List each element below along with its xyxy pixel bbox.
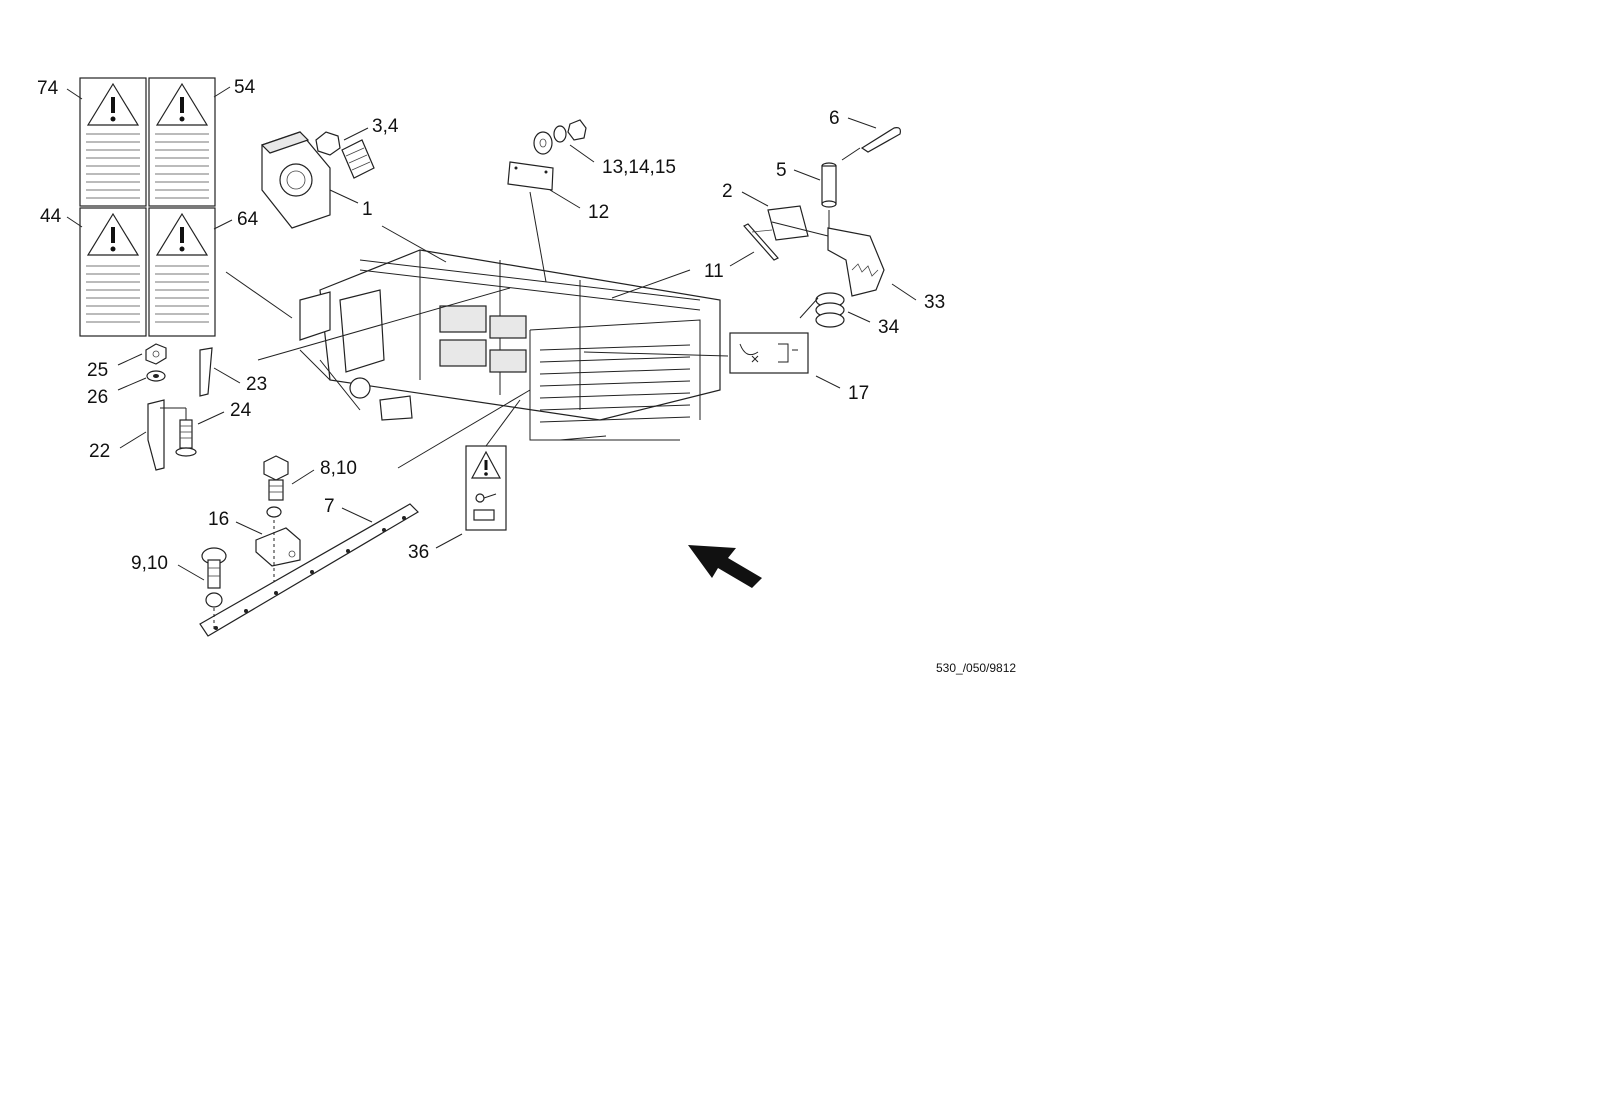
callout-25: 25 <box>87 360 108 381</box>
warning-decal-74 <box>79 77 147 207</box>
decal-17-symbol <box>729 332 809 374</box>
callout-64: 64 <box>237 209 259 230</box>
callout-2: 2 <box>722 181 733 202</box>
part-9-10-carriage-bolt <box>201 547 227 632</box>
warning-decal-44 <box>79 207 147 337</box>
callout-74: 74 <box>37 78 59 99</box>
callout-26: 26 <box>87 387 108 408</box>
drawing-code: 530_/050/9812 <box>936 661 1016 675</box>
part-1-bearing-housing <box>260 131 331 229</box>
callout-5: 5 <box>776 160 787 181</box>
part-26-washer <box>146 370 166 382</box>
part-2-cover <box>767 205 809 241</box>
callout-34: 34 <box>878 317 900 338</box>
part-16-bracket <box>255 520 301 592</box>
callout-12: 12 <box>588 202 609 223</box>
part-33-ratchet-lever <box>827 227 885 297</box>
warning-decal-36 <box>465 445 507 531</box>
part-22-tine-large <box>147 399 187 471</box>
part-25-nut <box>145 343 167 365</box>
callout-23: 23 <box>246 374 267 395</box>
direction-arrow-icon <box>688 545 762 588</box>
callout-6: 6 <box>829 108 840 129</box>
callout-1: 1 <box>362 199 373 220</box>
callout-33: 33 <box>924 292 945 313</box>
part-8-10-bolt <box>263 455 289 518</box>
part-7-knife-bar <box>199 503 419 637</box>
callout-3-4: 3,4 <box>372 116 399 137</box>
machine-frame <box>299 249 721 441</box>
callout-17: 17 <box>848 383 869 404</box>
part-11-strip <box>743 223 779 261</box>
callout-7: 7 <box>324 496 335 517</box>
part-6-split-pin <box>860 127 901 153</box>
warning-decal-64 <box>148 207 216 337</box>
leader-lines <box>66 86 917 581</box>
decal-text-lines <box>86 133 140 199</box>
callout-16: 16 <box>208 509 229 530</box>
callout-22: 22 <box>89 441 110 462</box>
part-13-14-15-washers <box>533 119 587 155</box>
part-3-4-bolt-and-nut <box>315 131 375 179</box>
callout-24: 24 <box>230 400 252 421</box>
part-23-tine <box>199 347 213 397</box>
callout-13-14-15: 13,14,15 <box>602 157 676 178</box>
warning-decal-54 <box>148 77 216 207</box>
callout-labels: 74 54 44 64 3,4 1 13,14,15 12 6 5 2 11 3… <box>37 77 945 574</box>
callout-11: 11 <box>704 261 724 282</box>
part-12-plate <box>507 161 554 191</box>
part-24-bolt <box>175 419 197 457</box>
callout-36: 36 <box>408 542 429 563</box>
part-5-pin <box>821 162 837 208</box>
part-34-spring <box>799 292 845 328</box>
callout-9-10: 9,10 <box>131 553 168 574</box>
callout-8-10: 8,10 <box>320 458 357 479</box>
callout-44: 44 <box>40 206 62 227</box>
callout-54: 54 <box>234 77 256 98</box>
